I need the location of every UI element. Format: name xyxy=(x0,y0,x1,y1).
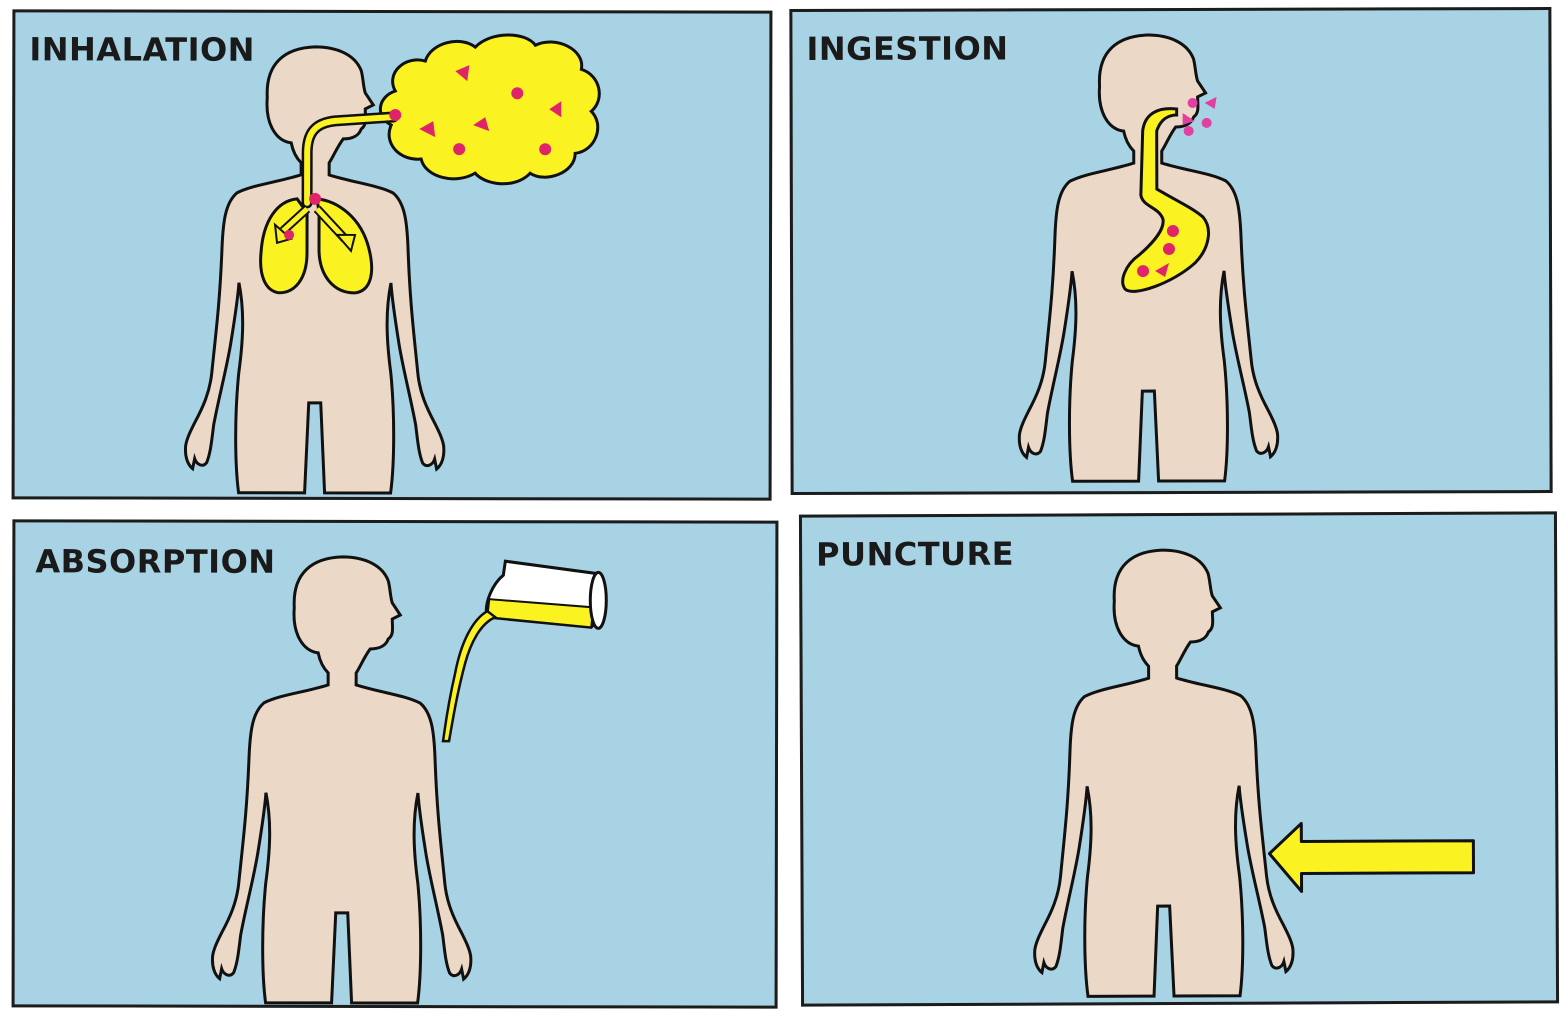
ingestion-panel: INGESTION xyxy=(789,7,1552,495)
yellow-arrow-icon xyxy=(1269,823,1473,892)
absorption-illustration xyxy=(15,522,776,1005)
inhalation-illustration xyxy=(15,12,770,497)
panel-title: INHALATION xyxy=(29,30,255,68)
panel-title: INGESTION xyxy=(806,29,1008,68)
puncture-panel: PUNCTURE xyxy=(799,511,1559,1006)
panel-title: ABSORPTION xyxy=(35,542,275,580)
ingestion-illustration xyxy=(792,10,1549,492)
panel-title: PUNCTURE xyxy=(816,535,1014,574)
beaker-icon xyxy=(486,561,606,628)
absorption-panel: ABSORPTION xyxy=(12,519,779,1008)
human-silhouette xyxy=(1033,550,1293,997)
puncture-illustration xyxy=(802,514,1556,1003)
human-silhouette xyxy=(212,557,471,1003)
inhalation-panel: INHALATION xyxy=(12,9,773,500)
liquid-stream xyxy=(443,611,495,741)
particle-cloud-icon xyxy=(380,35,599,184)
